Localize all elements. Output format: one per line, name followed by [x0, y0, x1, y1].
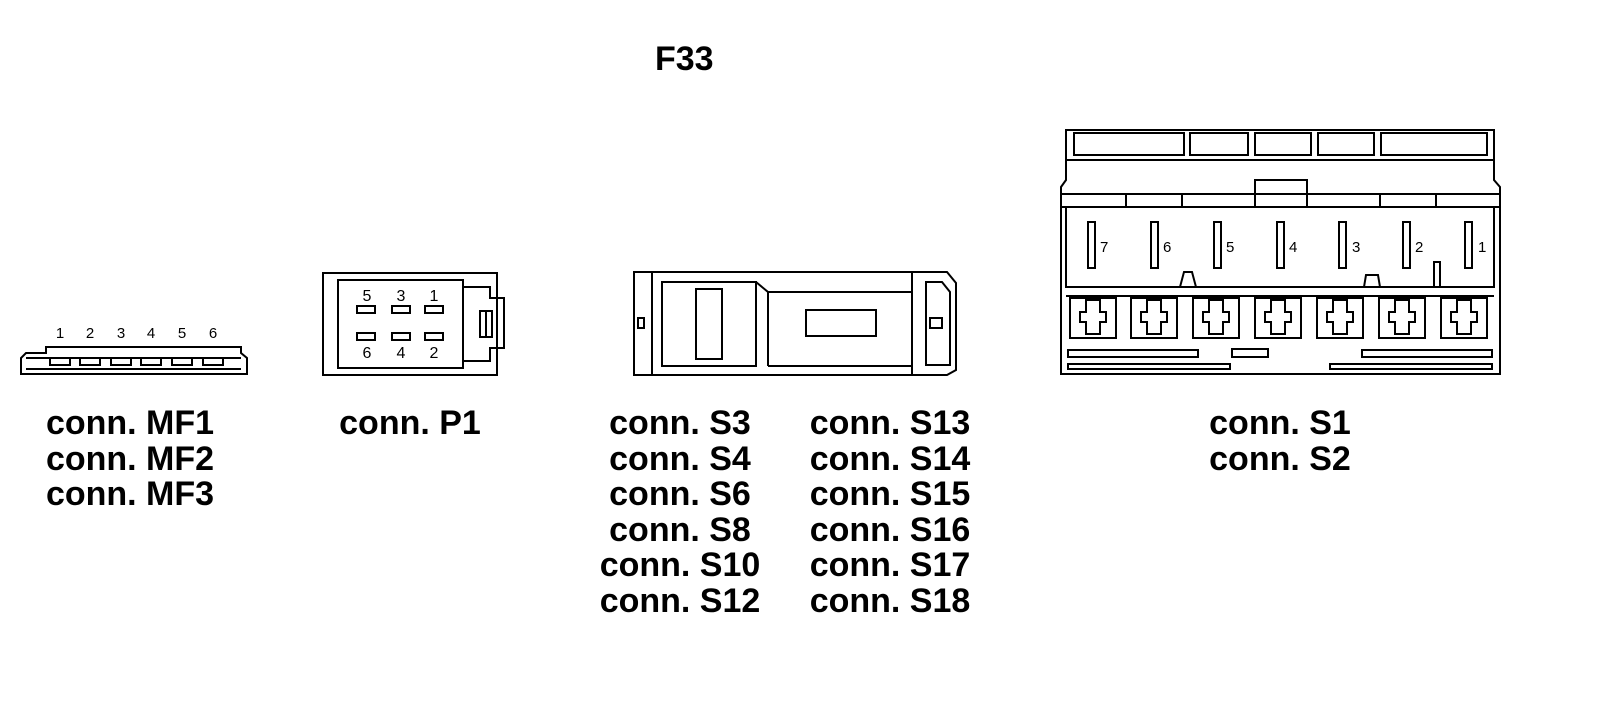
connector-label: conn. S8 [609, 510, 751, 549]
connector-label: conn. S2 [1209, 439, 1351, 478]
connector-label: conn. S14 [809, 439, 971, 478]
mf-pin-label: 2 [86, 325, 94, 342]
p1-pin-label: 3 [397, 288, 406, 305]
p1-pin-label: 5 [363, 288, 372, 305]
mf-pin-label: 6 [209, 325, 217, 342]
connector-label: conn. S12 [599, 581, 761, 620]
connector-label: conn. MF1 [45, 404, 215, 442]
connector-label: conn. S10 [599, 546, 761, 584]
s-large-pin-label: 5 [1226, 239, 1234, 256]
s-large-pin-label: 1 [1478, 239, 1486, 256]
p1-pin-label: 4 [397, 345, 406, 362]
s-large-pin-label: 3 [1352, 239, 1360, 256]
connector-mf-labels: conn. MF1 conn. MF2 conn. MF3 [30, 404, 230, 513]
connector-s-small-labels-right: conn. S13 conn. S14 conn. S15 conn. S16 … [790, 404, 990, 620]
connector-label: conn. S16 [809, 510, 971, 549]
connector-s-large-drawing: 7 6 5 4 3 2 1 [1060, 129, 1501, 375]
connector-label: conn. MF3 [45, 475, 215, 513]
s-large-pin-label: 4 [1289, 239, 1297, 256]
diagram-title: F33 [655, 40, 714, 78]
mf-pin-label: 5 [178, 325, 186, 342]
connector-s-small-labels-left: conn. S3 conn. S4 conn. S6 conn. S8 conn… [580, 404, 780, 620]
s-large-pin-label: 6 [1163, 239, 1171, 256]
connector-label: conn. MF2 [45, 439, 215, 478]
s-large-pin-label: 7 [1100, 239, 1108, 256]
mf-pin-label: 4 [147, 325, 155, 342]
connector-mf-drawing: 1 2 3 4 5 6 [20, 325, 248, 375]
connector-label: conn. S17 [809, 546, 971, 584]
connector-label: conn. S18 [809, 581, 971, 620]
connector-label: conn. S1 [1209, 404, 1351, 442]
p1-pin-label: 6 [363, 345, 372, 362]
connector-p1-labels: conn. P1 [310, 404, 510, 442]
p1-pin-label: 1 [430, 288, 439, 305]
connector-label: conn. S6 [609, 475, 751, 513]
connector-label: conn. S13 [809, 404, 971, 442]
s-large-pin-label: 2 [1415, 239, 1423, 256]
connector-label: conn. P1 [339, 404, 481, 442]
mf-pin-label: 1 [56, 325, 64, 342]
mf-pin-label: 3 [117, 325, 125, 342]
connector-label: conn. S3 [609, 404, 751, 442]
connector-s-large-labels: conn. S1 conn. S2 [1180, 404, 1380, 478]
connector-s-small-drawing [633, 271, 957, 376]
p1-pin-label: 2 [430, 345, 439, 362]
connector-label: conn. S4 [609, 439, 751, 478]
connector-p1-drawing: 5 3 1 6 4 2 [322, 272, 505, 376]
connector-label: conn. S15 [809, 475, 971, 513]
